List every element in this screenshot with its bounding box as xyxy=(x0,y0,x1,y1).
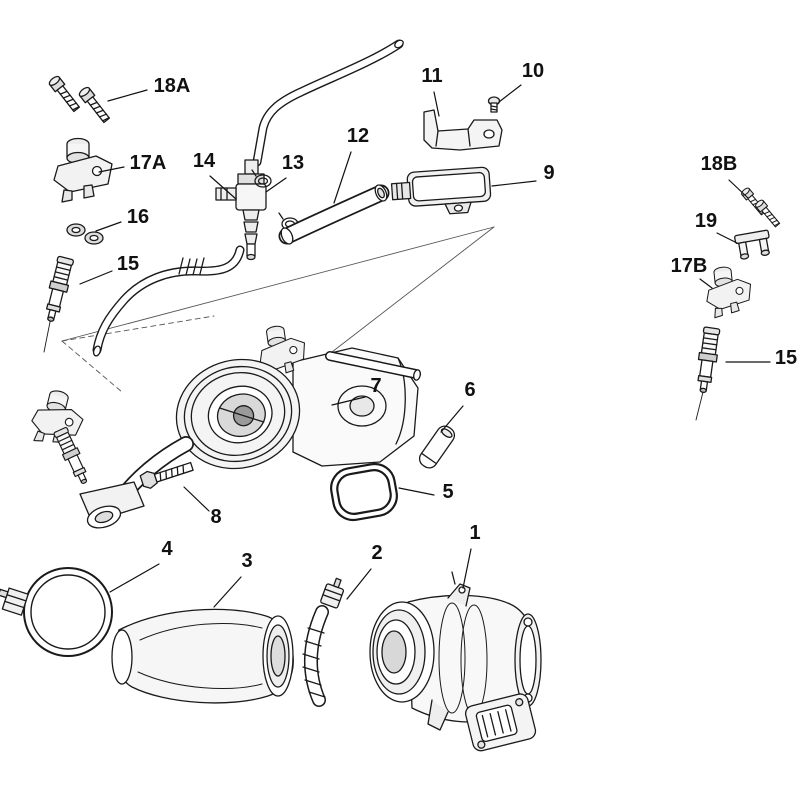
part-7-throttle-assembly xyxy=(26,322,421,529)
part-8-bolt xyxy=(139,461,194,489)
leader-line-13 xyxy=(265,177,287,193)
assembly-reference-lines xyxy=(61,226,495,393)
leader-line-17B xyxy=(699,278,713,289)
leader-line-6 xyxy=(440,405,464,433)
part-label-5: 5 xyxy=(442,481,453,503)
part-2-worm-clamp xyxy=(302,577,345,707)
leader-line-17A xyxy=(98,166,125,173)
callout-layer: 18A 17A 16 15 14 13 12 11 10 9 18B 19 17B 15 7 6 5 8 4 3 2 1 xyxy=(79,60,797,608)
part-label-11: 11 xyxy=(421,65,442,87)
leader-line-15L xyxy=(79,270,113,285)
leader-line-1 xyxy=(462,548,472,589)
part-4-clamp-ring xyxy=(0,567,113,657)
part-label-10: 10 xyxy=(522,60,544,82)
leader-line-2 xyxy=(346,568,372,600)
leader-line-18B xyxy=(728,179,749,199)
part-label-3: 3 xyxy=(241,550,252,572)
part-5-oring xyxy=(330,462,398,522)
leader-line-3 xyxy=(213,576,242,608)
part-label-15L: 15 xyxy=(117,253,139,275)
part-label-7: 7 xyxy=(370,375,381,397)
part-18B-bolts xyxy=(739,186,782,229)
part-1-throttle-body xyxy=(369,571,542,752)
part-18A-bolts xyxy=(47,74,113,125)
part-label-18B: 18B xyxy=(701,153,738,175)
leader-line-16 xyxy=(95,221,122,232)
part-label-17A: 17A xyxy=(130,152,167,174)
hose-lower-left xyxy=(92,245,245,357)
part-label-8: 8 xyxy=(210,506,221,528)
part-9-map-sensor xyxy=(390,166,492,215)
part-label-12: 12 xyxy=(347,125,369,147)
part-label-4: 4 xyxy=(161,538,173,560)
part-12-fuel-hose xyxy=(278,184,390,245)
part-16-seal-rings xyxy=(66,223,104,245)
leader-line-7 xyxy=(331,396,366,406)
part-label-17B: 17B xyxy=(671,255,708,277)
part-label-14: 14 xyxy=(193,150,216,172)
leader-line-4 xyxy=(109,563,160,593)
leader-line-8 xyxy=(183,486,210,512)
part-14-fuel-fitting xyxy=(215,159,267,261)
part-15-injector-right xyxy=(693,326,722,421)
part-6-hose-stub xyxy=(418,425,456,469)
hose-top-thin xyxy=(252,39,404,167)
part-11-bracket xyxy=(423,109,503,151)
leader-line-12 xyxy=(333,151,352,204)
leader-line-10 xyxy=(498,84,522,103)
part-label-1: 1 xyxy=(469,522,480,544)
part-label-19: 19 xyxy=(695,210,717,232)
part-17B-injector-cap xyxy=(702,263,755,319)
part-label-16: 16 xyxy=(127,206,149,228)
part-label-6: 6 xyxy=(464,379,475,401)
part-label-9: 9 xyxy=(543,162,554,184)
part-label-15R: 15 xyxy=(775,347,797,369)
part-label-13: 13 xyxy=(282,152,304,174)
part-17A-injector-cap xyxy=(53,137,113,203)
part-label-18A: 18A xyxy=(154,75,191,97)
leader-line-11 xyxy=(433,91,440,117)
part-label-2: 2 xyxy=(371,542,382,564)
leader-line-19 xyxy=(716,232,738,244)
leader-line-5 xyxy=(398,487,435,496)
part-19-clip xyxy=(734,229,770,260)
part-15-injector-left xyxy=(40,255,76,353)
leader-line-9 xyxy=(491,180,537,187)
part-3-intake-elbow xyxy=(111,608,294,704)
leader-line-14 xyxy=(209,175,237,200)
leader-line-18A xyxy=(107,89,148,102)
part-10-screw xyxy=(487,96,501,113)
